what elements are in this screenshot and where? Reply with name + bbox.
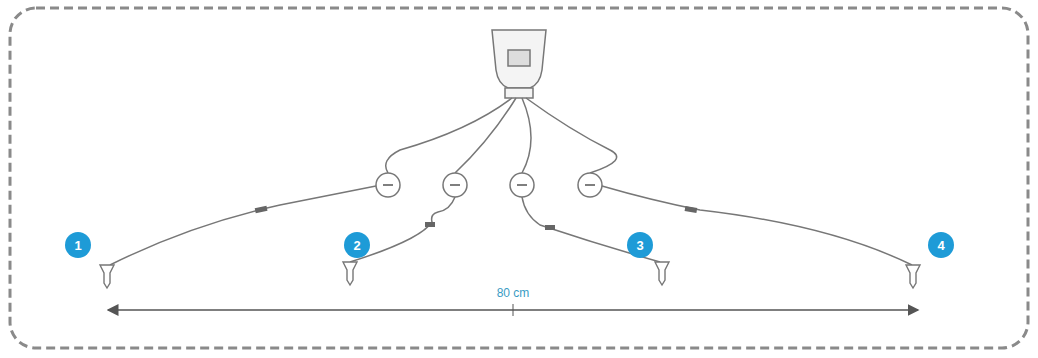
drip-lines xyxy=(110,186,912,265)
inline-connectors xyxy=(255,206,698,230)
callout-number: 4 xyxy=(937,238,944,253)
callout-circle: 1 xyxy=(65,232,91,258)
callout-circle: 2 xyxy=(344,232,370,258)
callout-circle: 4 xyxy=(928,232,954,258)
dashed-frame xyxy=(10,8,1028,348)
water-bottle xyxy=(492,30,546,98)
callout-number: 3 xyxy=(636,238,643,253)
callout-number: 1 xyxy=(74,238,81,253)
supply-tubes xyxy=(386,98,617,173)
callout-number: 2 xyxy=(353,238,360,253)
callout-circle: 3 xyxy=(627,232,653,258)
drip-stakes xyxy=(100,262,920,288)
flow-valves xyxy=(376,173,602,197)
center-tick xyxy=(513,304,514,316)
dimension-label: 80 cm xyxy=(493,286,534,300)
